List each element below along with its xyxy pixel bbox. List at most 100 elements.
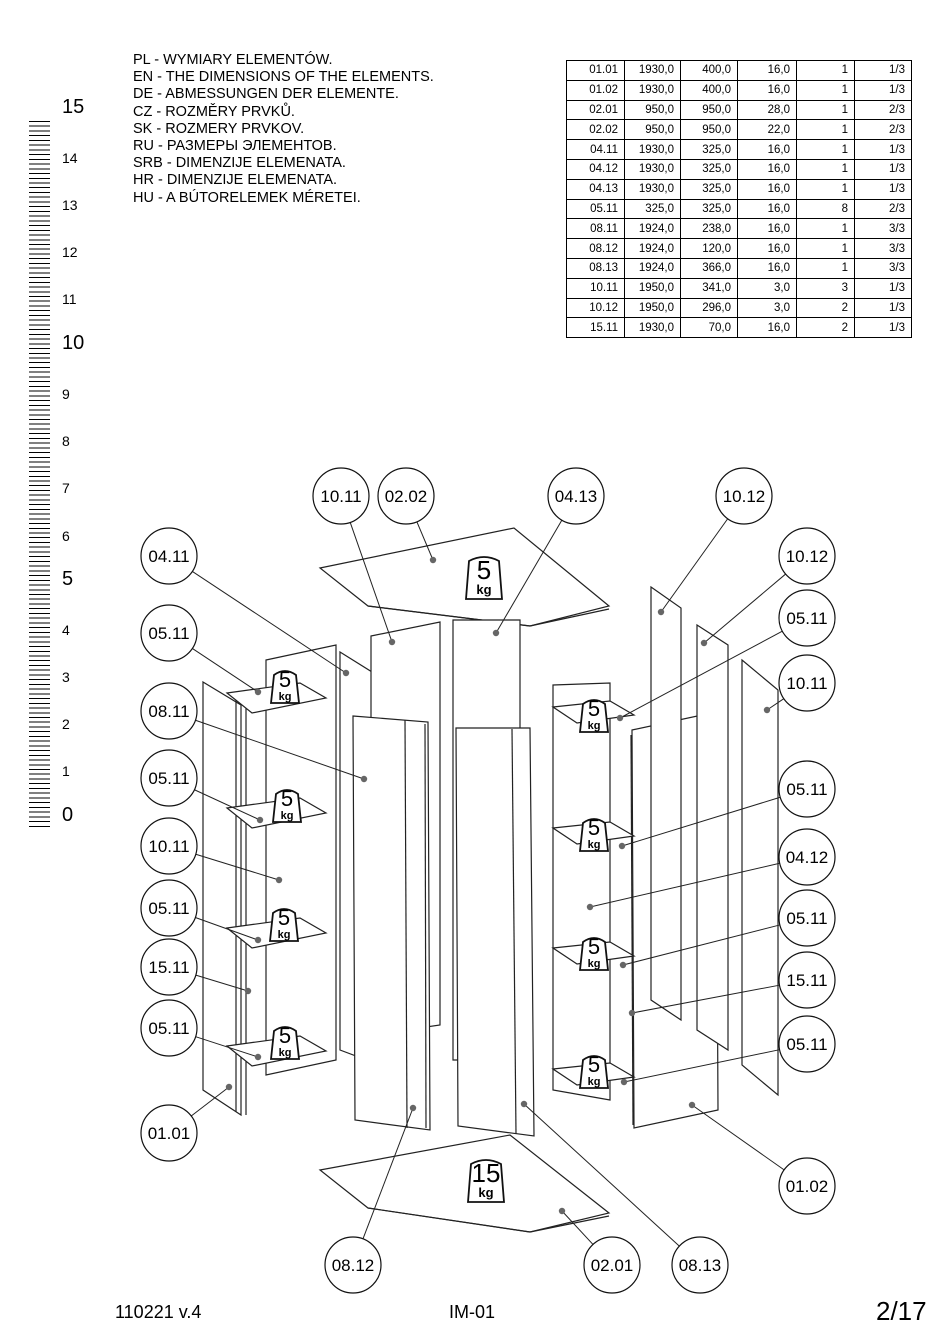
leader-line xyxy=(195,974,249,992)
weight-value: 5 xyxy=(588,934,600,959)
callout-circle xyxy=(140,1104,198,1162)
callout-label: 04.11 xyxy=(148,547,189,566)
heading-line: SK - ROZMERY PRVKOV. xyxy=(133,120,305,137)
leader-dot xyxy=(616,714,624,722)
back-panel-10-11 xyxy=(265,644,337,1076)
heading-line: RU - РАЗМЕРЫ ЭЛЕМЕНТОВ. xyxy=(133,138,337,155)
table-cell: 1/3 xyxy=(854,317,912,339)
ruler-label: 6 xyxy=(62,528,70,544)
leader-line xyxy=(195,917,259,941)
leader-line xyxy=(192,648,259,693)
callout-circle xyxy=(778,589,836,647)
part-callout: 04.12 xyxy=(778,828,836,886)
callout-label: 10.12 xyxy=(723,487,766,506)
heading-line: CZ - ROZMĚRY PRVKŮ. xyxy=(133,103,295,120)
part-callout: 08.11 xyxy=(140,682,198,740)
table-cell: 1/3 xyxy=(854,79,912,101)
leader-line xyxy=(416,521,434,561)
leader-line xyxy=(192,571,347,674)
callout-circle xyxy=(778,1157,836,1215)
callout-circle xyxy=(778,654,836,712)
callout-label: 08.11 xyxy=(148,702,189,721)
part-callout: 02.02 xyxy=(377,467,435,525)
weight-unit: kg xyxy=(279,1047,292,1059)
leader-dot xyxy=(558,1207,566,1215)
callout-label: 05.11 xyxy=(148,624,189,643)
callout-label: 10.11 xyxy=(786,674,827,693)
page-number: 2/17 xyxy=(876,1296,927,1326)
callout-label: 05.11 xyxy=(786,1035,827,1054)
model-code: IM-01 xyxy=(449,1302,496,1322)
part-callout: 05.11 xyxy=(140,749,198,807)
part-callout: 10.11 xyxy=(140,817,198,875)
part-callout: 01.02 xyxy=(778,1157,836,1215)
leader-line xyxy=(362,1107,414,1240)
leader-line xyxy=(631,984,780,1014)
weight-unit: kg xyxy=(279,691,292,703)
weight-value: 5 xyxy=(477,555,491,585)
table-cell: 01.02 xyxy=(566,79,625,101)
part-callout: 05.11 xyxy=(778,889,836,947)
table-cell: 325,0 xyxy=(680,198,738,220)
leader-line xyxy=(589,862,780,908)
ruler-label: 14 xyxy=(62,150,78,166)
part-callout: 05.11 xyxy=(140,604,198,662)
bottom-plate xyxy=(318,1134,611,1233)
callout-circle xyxy=(140,749,198,807)
leader-line xyxy=(619,630,783,719)
leader-dot xyxy=(360,775,368,783)
table-cell: 16,0 xyxy=(737,317,797,339)
ruler-label: 9 xyxy=(62,386,70,402)
callout-label: 01.01 xyxy=(148,1124,191,1143)
weight-icon: 5kg xyxy=(578,696,610,733)
part-callout: 02.01 xyxy=(583,1236,641,1294)
leader-dot xyxy=(409,1104,417,1112)
part-callout: 05.11 xyxy=(140,999,198,1057)
panel-08-13 xyxy=(455,727,535,1137)
leader-line xyxy=(703,573,786,644)
leader-dot xyxy=(700,639,708,647)
heading-line: DE - ABMESSUNGEN DER ELEMENTE. xyxy=(133,86,399,103)
table-cell: 3/3 xyxy=(854,238,912,259)
leader-dot xyxy=(586,903,594,911)
weight-icon: 5kg xyxy=(269,1023,301,1060)
callout-circle xyxy=(778,527,836,585)
leader-line xyxy=(195,719,365,780)
table-cell: 296,0 xyxy=(680,297,738,319)
ruler-label: 10 xyxy=(62,332,85,354)
weight-icon: 5kg xyxy=(578,934,610,971)
callout-label: 05.11 xyxy=(786,609,827,628)
dimensions-heading: PL - WYMIARY ELEMENTÓW.EN - THE DIMENSIO… xyxy=(133,52,434,207)
leader-line xyxy=(495,519,563,634)
table-cell: 15.11 xyxy=(566,317,625,339)
callout-label: 15.11 xyxy=(786,971,827,990)
heading-line: PL - WYMIARY ELEMENTÓW. xyxy=(133,52,333,68)
side-panel-01-01 xyxy=(202,680,242,1117)
weight-icon: 5kg xyxy=(465,555,503,600)
part-callout: 15.11 xyxy=(140,938,198,996)
weight-unit: kg xyxy=(476,582,491,597)
table-cell: 1/3 xyxy=(854,178,912,200)
weight-icon: 5kg xyxy=(268,905,300,942)
table-cell: 2/3 xyxy=(854,198,912,220)
weight-value: 5 xyxy=(588,696,600,721)
callout-circle xyxy=(140,604,198,662)
table-cell: 16,0 xyxy=(737,218,797,240)
weight-unit: kg xyxy=(588,839,601,851)
weight-value: 5 xyxy=(279,667,291,692)
leader-line xyxy=(691,1104,785,1171)
panel-08-11 xyxy=(352,715,431,1131)
ruler-label: 11 xyxy=(62,291,77,307)
leader-dot xyxy=(244,987,252,995)
leader-dot xyxy=(492,629,500,637)
callout-circle xyxy=(778,760,836,818)
callout-label: 15.11 xyxy=(148,958,189,977)
table-cell: 04.12 xyxy=(566,158,625,180)
